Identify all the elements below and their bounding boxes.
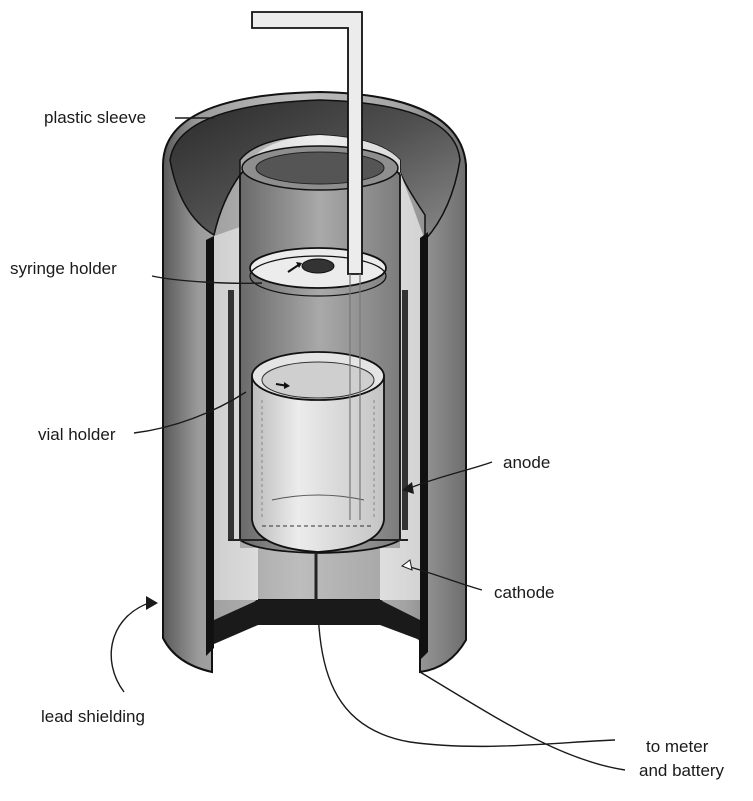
label-syringe-holder: syringe holder bbox=[10, 259, 117, 278]
label-plastic-sleeve: plastic sleeve bbox=[44, 108, 146, 127]
arrow-cathode bbox=[400, 559, 413, 571]
arrow-lead-shielding bbox=[146, 596, 158, 610]
arrow-anode bbox=[402, 482, 414, 494]
leader-anode bbox=[409, 461, 493, 489]
cable-to-meter bbox=[317, 599, 626, 771]
label-vial-holder: vial holder bbox=[38, 425, 116, 444]
label-cathode: cathode bbox=[494, 583, 555, 602]
syringe-rod bbox=[251, 11, 363, 520]
label-to-meter: to meter bbox=[646, 737, 709, 756]
label-and-battery: and battery bbox=[639, 761, 725, 780]
vial-holder bbox=[251, 351, 385, 553]
label-anode: anode bbox=[503, 453, 550, 472]
label-lead-shielding: lead shielding bbox=[41, 707, 145, 726]
leader-cathode bbox=[405, 565, 483, 591]
leader-vial-holder bbox=[133, 391, 247, 434]
leader-lead-shielding bbox=[110, 601, 153, 693]
leader-syringe-holder bbox=[151, 275, 263, 284]
